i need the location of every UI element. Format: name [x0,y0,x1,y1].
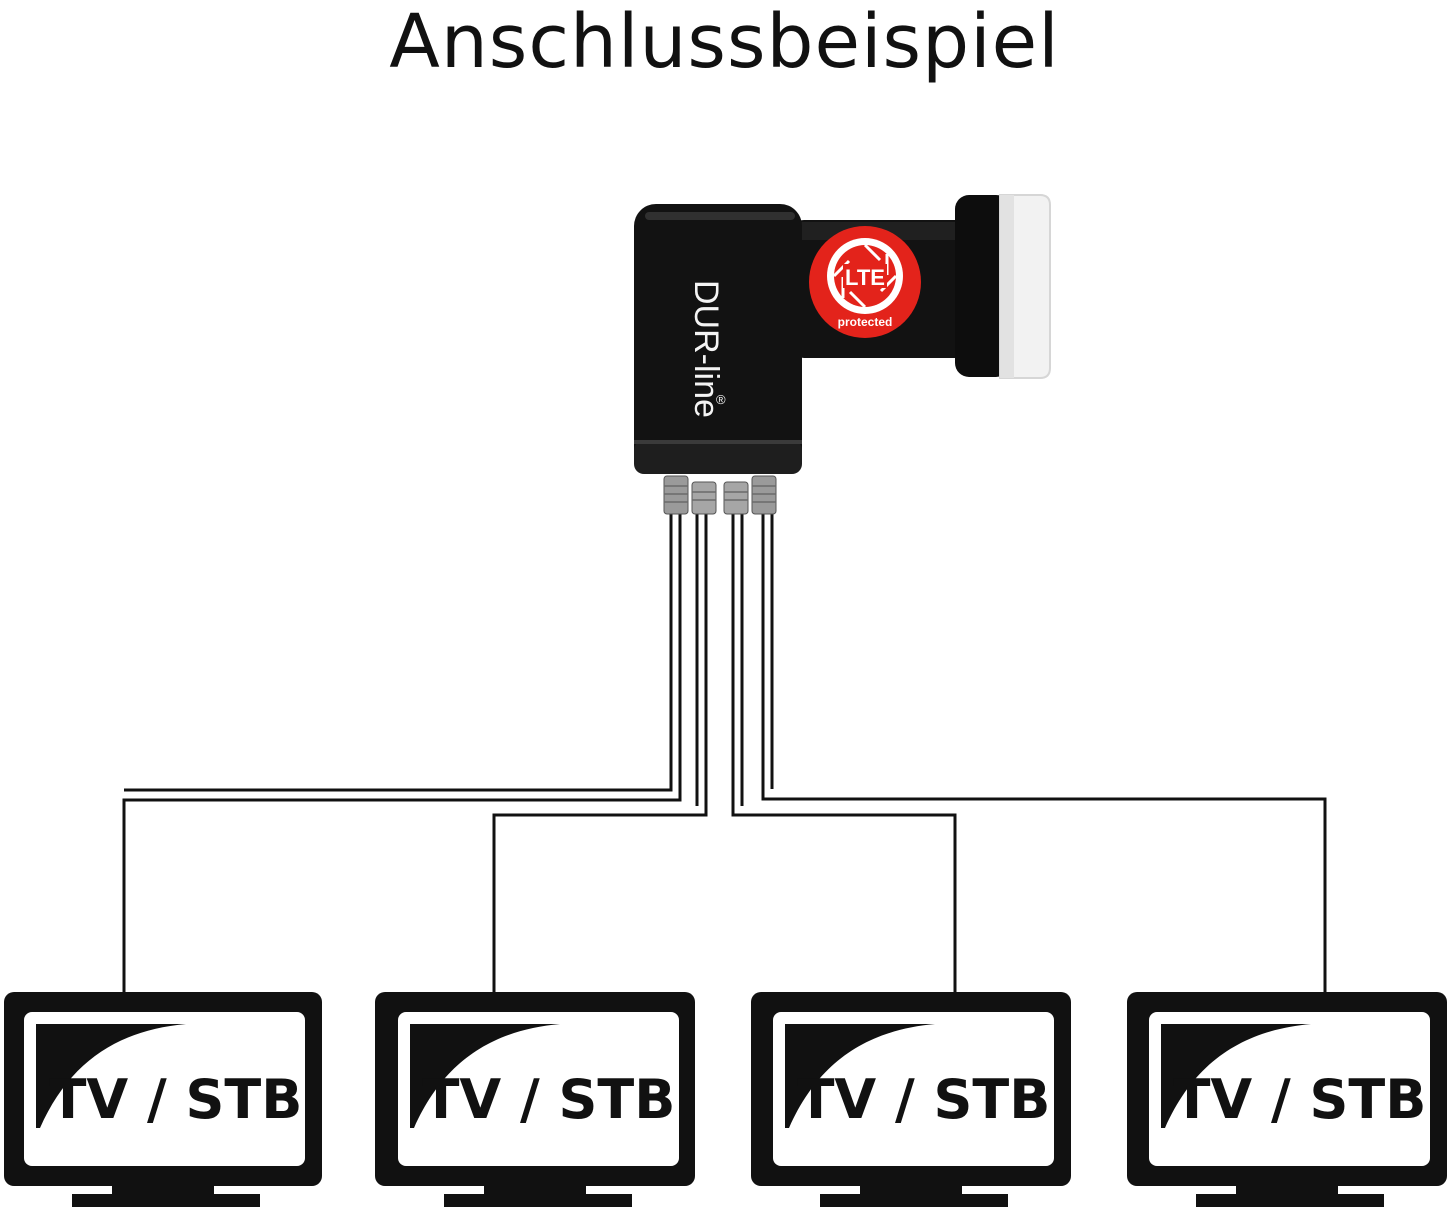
tv-foot [820,1194,1008,1207]
tv-stand [1236,1186,1338,1194]
cable-tv-1-shield [124,512,673,792]
lnb-body [634,204,802,474]
lnb-output-connectors [663,475,777,515]
cable-tv-1 [122,512,682,992]
tv-label: TV / STB [50,1068,303,1131]
f-connector-1 [663,475,689,515]
page-title: Anschlussbeispiel [389,0,1060,85]
tv-label: TV / STB [798,1068,1051,1131]
tv-foot [72,1194,260,1207]
tv-stb-3: TV / STB [751,992,1071,1207]
tv-screen-glare [785,1024,935,1128]
svg-text:DUR-line: DUR-line [687,280,725,418]
tv-foot [1196,1194,1384,1207]
f-connector-3 [723,481,749,515]
tv-stb-2: TV / STB [375,992,695,1207]
tv-stand [860,1186,962,1194]
svg-text:LTE: LTE [845,265,885,290]
cable-tv-3 [731,512,957,992]
lnb-brand-logo: DUR-line [687,280,725,418]
f-connector-4 [751,475,777,515]
lte-protected-badge: LTE protected [809,226,921,338]
tv-stand [112,1186,214,1194]
svg-text:protected: protected [838,315,893,329]
tv-stb-4: TV / STB [1127,992,1447,1207]
lnb-device: DUR-line ® LTE protected [634,194,1051,515]
tv-screen-glare [36,1024,186,1128]
tv-screen-glare [410,1024,560,1128]
tv-stb-1: TV / STB [4,992,322,1207]
lnb-brand-mark: ® [716,392,726,407]
f-connector-2 [691,481,717,515]
cable-tv-2 [492,512,708,992]
tv-stand [484,1186,586,1194]
cable-tv-4 [761,512,1327,992]
cables [122,512,1327,992]
tv-label: TV / STB [1174,1068,1427,1131]
tv-foot [444,1194,632,1207]
tv-label: TV / STB [423,1068,676,1131]
tv-screen-glare [1161,1024,1311,1128]
lnb-flange [955,195,1010,377]
